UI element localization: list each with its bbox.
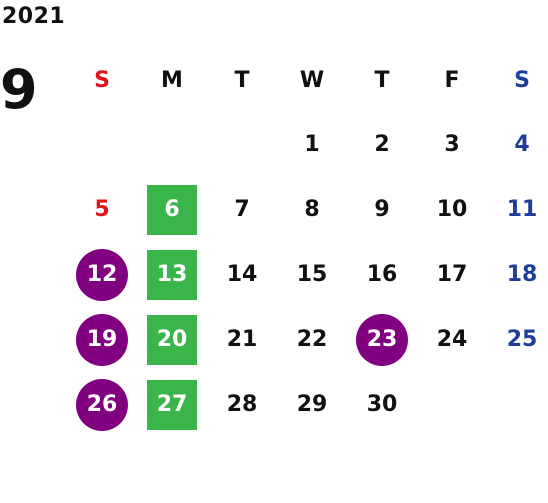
day-cell: 13 — [137, 242, 207, 307]
month-number: 9 — [0, 58, 38, 121]
day-number: 11 — [506, 197, 538, 222]
empty-day-cell — [207, 112, 277, 177]
day-cell: 21 — [207, 307, 277, 372]
day-number: 21 — [226, 327, 258, 352]
day-number: 27 — [156, 392, 188, 417]
empty-day-cell — [417, 372, 487, 437]
day-cell: 4 — [487, 112, 548, 177]
day-cell: 20 — [137, 307, 207, 372]
day-cell: 9 — [347, 177, 417, 242]
day-number: 16 — [366, 262, 398, 287]
day-number: 3 — [444, 132, 460, 157]
day-cell: 12 — [67, 242, 137, 307]
day-number: 8 — [304, 197, 320, 222]
day-number: 10 — [436, 197, 468, 222]
circle-day-marker — [356, 313, 408, 366]
day-number: 29 — [296, 392, 328, 417]
day-cell: 15 — [277, 242, 347, 307]
day-number: 26 — [86, 392, 118, 417]
day-number: 9 — [374, 197, 390, 222]
day-cell: 11 — [487, 177, 548, 242]
day-number: 23 — [366, 327, 398, 352]
day-cell: 8 — [277, 177, 347, 242]
day-cell: 1 — [277, 112, 347, 177]
day-cell: 22 — [277, 307, 347, 372]
day-number: 7 — [234, 197, 250, 222]
day-cell: 29 — [277, 372, 347, 437]
weekday-header-friday: F — [444, 67, 460, 93]
day-number: 28 — [226, 392, 258, 417]
day-number: 25 — [506, 327, 538, 352]
day-number: 6 — [164, 197, 180, 222]
circle-day-marker — [76, 248, 128, 301]
day-number: 30 — [366, 392, 398, 417]
day-number: 17 — [436, 262, 468, 287]
day-number: 20 — [156, 327, 188, 352]
day-cell: 6 — [137, 177, 207, 242]
day-number: 19 — [86, 327, 118, 352]
day-number: 12 — [86, 262, 118, 287]
day-number: 2 — [374, 132, 390, 157]
day-cell: 16 — [347, 242, 417, 307]
day-cell: 24 — [417, 307, 487, 372]
day-cell: 26 — [67, 372, 137, 437]
day-cell: 5 — [67, 177, 137, 242]
day-number: 4 — [514, 132, 530, 157]
weekday-header-monday: M — [161, 67, 183, 93]
square-day-marker — [147, 379, 197, 430]
year-label: 2021 — [2, 4, 66, 29]
day-cell: 14 — [207, 242, 277, 307]
circle-day-marker — [76, 313, 128, 366]
day-number: 14 — [226, 262, 258, 287]
weekday-header-tuesday: T — [234, 67, 250, 93]
day-number: 24 — [436, 327, 468, 352]
weekday-header-wednesday: W — [299, 67, 325, 93]
circle-day-marker — [76, 378, 128, 431]
day-cell: 19 — [67, 307, 137, 372]
day-cell: 28 — [207, 372, 277, 437]
day-number: 22 — [296, 327, 328, 352]
day-cell: 30 — [347, 372, 417, 437]
day-number: 5 — [94, 197, 110, 222]
day-number: 15 — [296, 262, 328, 287]
day-cell: 25 — [487, 307, 548, 372]
day-cell: 3 — [417, 112, 487, 177]
day-number: 1 — [304, 132, 320, 157]
square-day-marker — [147, 249, 197, 300]
weekday-header-thursday: T — [374, 67, 390, 93]
day-cell: 2 — [347, 112, 417, 177]
square-day-marker — [147, 314, 197, 365]
day-cell: 7 — [207, 177, 277, 242]
empty-day-cell — [487, 372, 548, 437]
empty-day-cell — [137, 112, 207, 177]
day-cell: 23 — [347, 307, 417, 372]
square-day-marker — [147, 184, 197, 235]
weekday-header-saturday: S — [514, 67, 530, 93]
day-cell: 17 — [417, 242, 487, 307]
day-cell: 10 — [417, 177, 487, 242]
day-number: 18 — [506, 262, 538, 287]
empty-day-cell — [67, 112, 137, 177]
day-cell: 27 — [137, 372, 207, 437]
day-number: 13 — [156, 262, 188, 287]
weekday-header-sunday: S — [94, 67, 110, 93]
day-cell: 18 — [487, 242, 548, 307]
